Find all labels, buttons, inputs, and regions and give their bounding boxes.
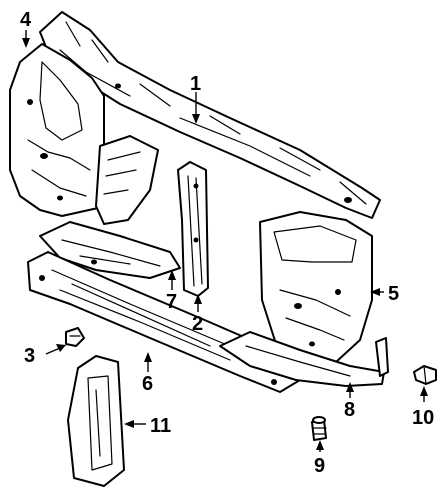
air-baffle	[67, 355, 125, 487]
callout-8: 8	[344, 399, 355, 421]
callout-6: 6	[142, 373, 153, 395]
callout-7: 7	[166, 291, 177, 313]
callout-9: 9	[314, 455, 325, 477]
callout-11: 11	[150, 415, 171, 437]
bolt-fastener-9	[311, 416, 327, 441]
leader-lines	[22, 30, 428, 452]
callout-5: 5	[388, 283, 399, 305]
right-side-panel	[259, 211, 373, 363]
clip-fastener-3	[65, 327, 85, 347]
upper-tie-bar	[39, 11, 381, 219]
callout-2: 2	[192, 313, 203, 335]
left-inner-frame	[95, 135, 159, 225]
push-pin-10	[413, 365, 437, 385]
right-splash-bracket	[219, 331, 389, 387]
center-brace	[177, 161, 209, 297]
callout-3: 3	[24, 345, 35, 367]
callout-10: 10	[412, 407, 434, 429]
callout-1: 1	[190, 73, 201, 95]
callout-4: 4	[20, 9, 32, 31]
